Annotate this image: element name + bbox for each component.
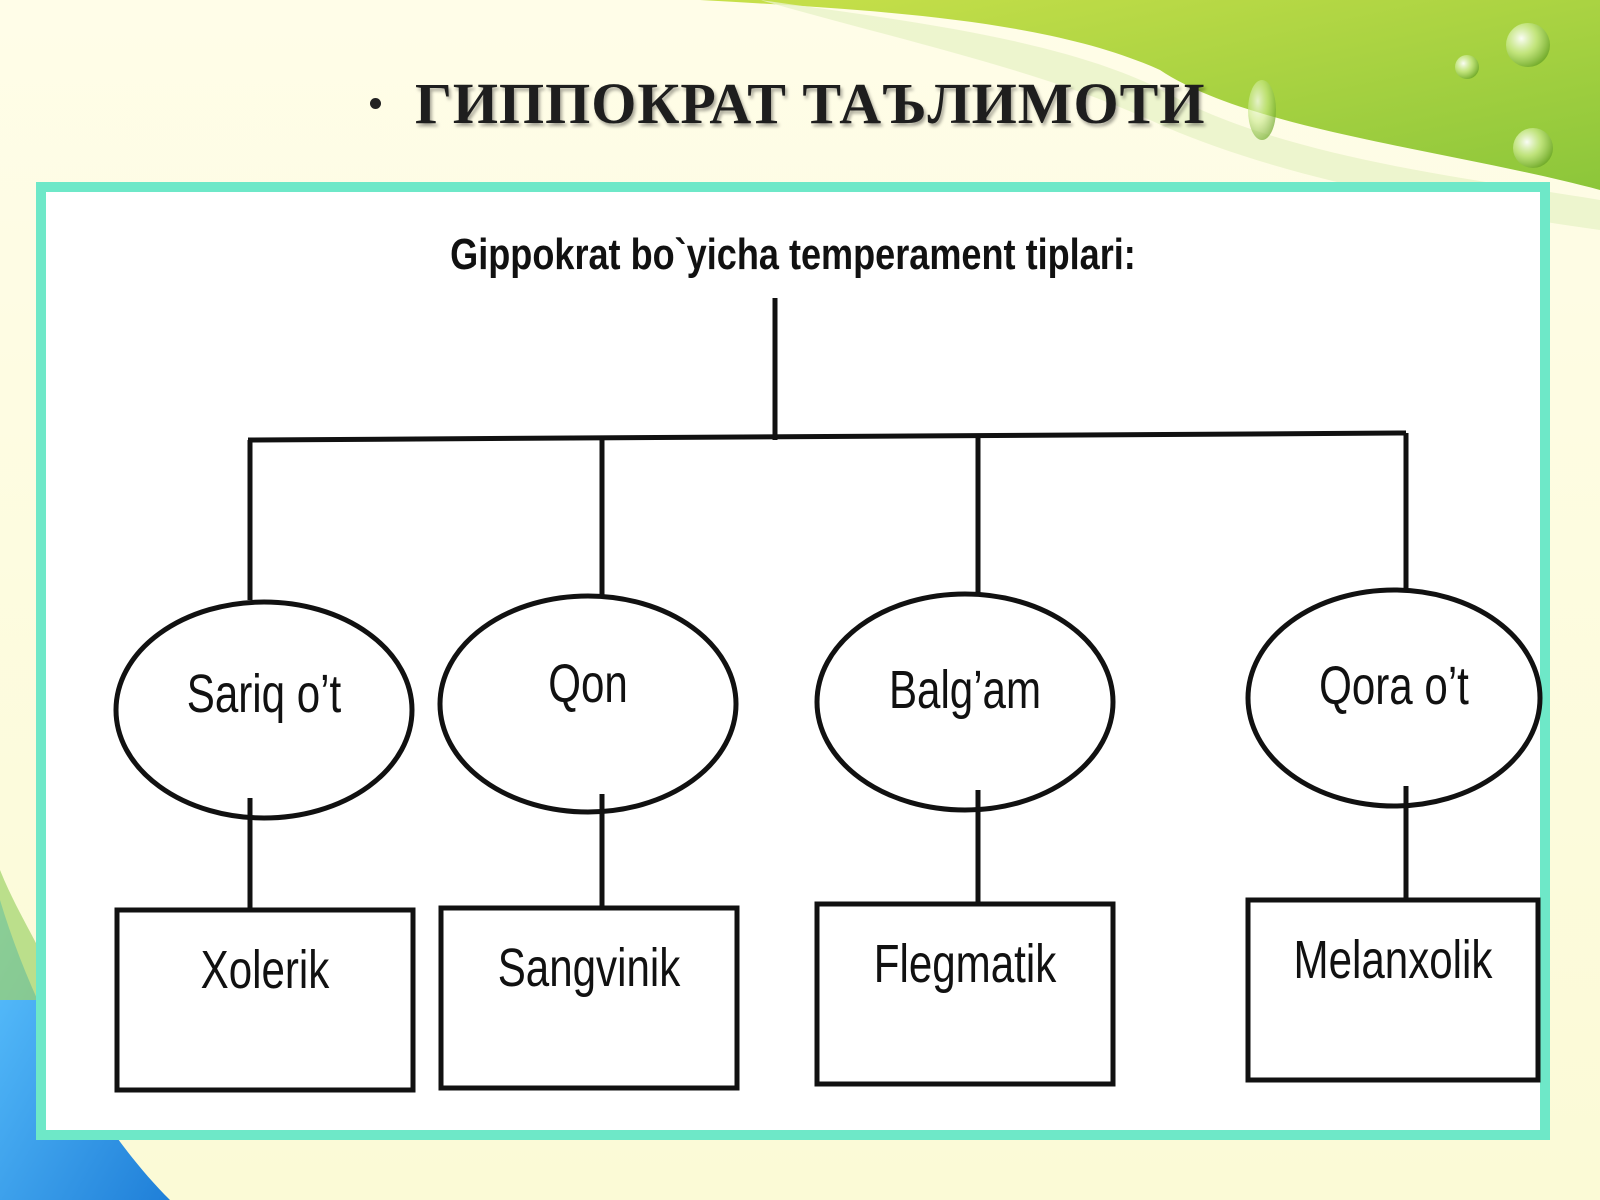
fluid-label: Qora o’t xyxy=(1319,656,1469,716)
fluid-node-3 xyxy=(814,591,1116,813)
temperament-box-3 xyxy=(814,901,1116,1087)
temperament-label: Flegmatik xyxy=(874,934,1057,994)
fluid-node-2 xyxy=(437,593,739,815)
top-light-swoosh xyxy=(760,0,1600,230)
fluid-node-1 xyxy=(113,599,415,821)
slide-title: ГИППОКРАТ ТАЪЛИМОТИ xyxy=(370,70,1205,137)
temperament-box-1 xyxy=(114,907,416,1093)
slide-title-text: ГИППОКРАТ ТАЪЛИМОТИ xyxy=(415,71,1206,136)
temperament-box-4 xyxy=(1245,897,1541,1083)
bullet-icon xyxy=(370,98,381,109)
top-green-swoosh xyxy=(700,0,1600,190)
diagram-heading: Gippokrat bo`yicha temperament tiplari: xyxy=(450,230,1136,279)
fluid-node-4 xyxy=(1245,587,1543,809)
water-drop-1 xyxy=(1506,23,1550,67)
fluid-label: Qon xyxy=(548,654,628,714)
water-drop-2 xyxy=(1455,55,1479,79)
temperament-label: Melanxolik xyxy=(1294,930,1494,990)
fluid-label: Sariq o’t xyxy=(187,664,342,724)
horizontal-connector xyxy=(247,430,1407,443)
temperament-label: Xolerik xyxy=(201,940,330,1000)
temperament-label: Sangvinik xyxy=(498,938,681,998)
temperament-box-2 xyxy=(438,905,740,1091)
water-drop-3 xyxy=(1513,128,1553,168)
fluid-label: Balg’am xyxy=(889,660,1041,720)
water-drop-4 xyxy=(1248,80,1276,140)
